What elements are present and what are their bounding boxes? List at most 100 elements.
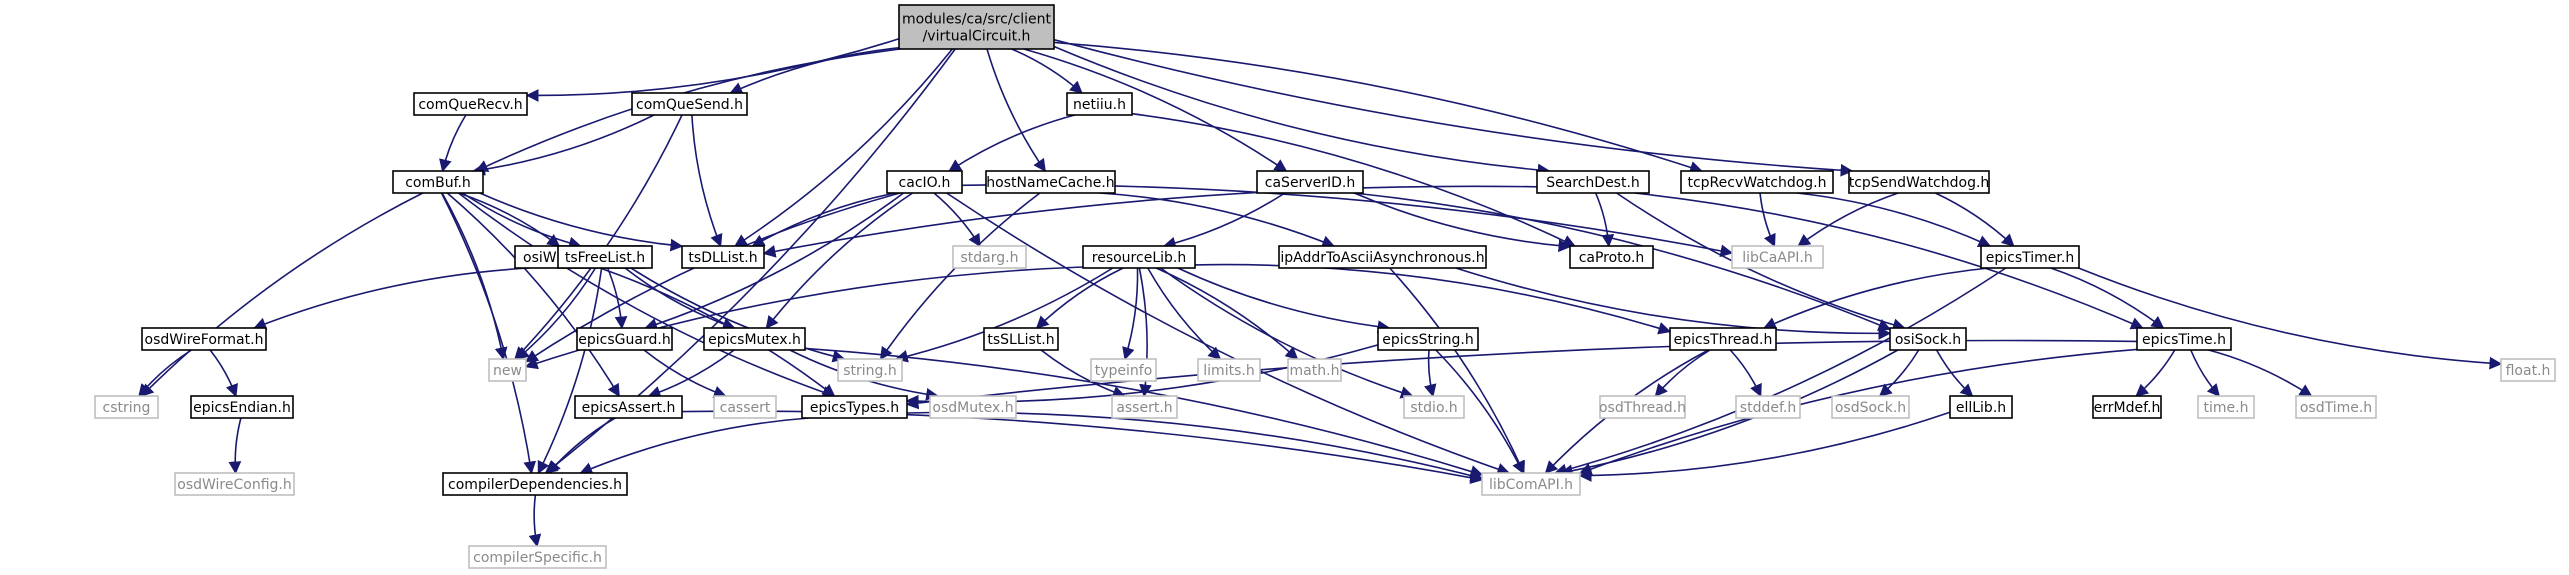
node-label: resourceLib.h bbox=[1092, 250, 1186, 266]
node-cassert: cassert bbox=[713, 395, 777, 419]
node-cstring: cstring bbox=[94, 395, 159, 419]
node-box bbox=[801, 395, 908, 419]
node-label: stdio.h bbox=[1410, 400, 1457, 416]
node-label: time.h bbox=[2204, 400, 2249, 416]
node-box bbox=[576, 327, 673, 351]
edge-eassert-to-compdep bbox=[547, 417, 616, 474]
node-etimer[interactable]: epicsTimer.h bbox=[1980, 245, 2080, 269]
node-eguard[interactable]: epicsGuard.h bbox=[576, 327, 673, 351]
node-label: limits.h bbox=[1203, 363, 1254, 379]
node-reslib[interactable]: resourceLib.h bbox=[1082, 245, 1196, 269]
node-box bbox=[2197, 395, 2255, 419]
node-label: comBuf.h bbox=[405, 175, 471, 191]
node-box bbox=[1949, 395, 2013, 419]
node-hnc[interactable]: hostNameCache.h bbox=[985, 170, 1116, 194]
edge-vc-to-hnc bbox=[986, 48, 1046, 173]
node-cqr[interactable]: comQueRecv.h bbox=[413, 92, 528, 116]
node-box bbox=[413, 92, 528, 116]
edge-ipaddr-to-libcom bbox=[1389, 267, 1525, 475]
node-osisock[interactable]: osiSock.h bbox=[1889, 327, 1967, 351]
edge-cacio-to-tsdl bbox=[751, 192, 896, 247]
node-etypes[interactable]: epicsTypes.h bbox=[801, 395, 908, 419]
edge-elllib-to-libcom bbox=[1578, 411, 1951, 482]
node-estring[interactable]: epicsString.h bbox=[1377, 327, 1479, 351]
node-label: float.h bbox=[2506, 363, 2551, 379]
edge-reslib-to-typeinfo bbox=[1122, 267, 1139, 361]
edge-trw-to-libca bbox=[1759, 192, 1776, 248]
node-tsdl[interactable]: tsDLList.h bbox=[681, 245, 765, 269]
edge-casid-to-osisock bbox=[1353, 192, 1892, 331]
edge-vc-to-netiiu bbox=[1011, 48, 1083, 94]
node-label: tsFreeList.h bbox=[565, 250, 645, 266]
node-box bbox=[1090, 358, 1157, 382]
node-label: osiSock.h bbox=[1895, 332, 1961, 348]
node-vc[interactable]: modules/ca/src/client/virtualCircuit.h bbox=[898, 4, 1055, 50]
edge-reslib-to-limits bbox=[1147, 267, 1222, 360]
node-box bbox=[1287, 358, 1342, 382]
node-trw[interactable]: tcpRecvWatchdog.h bbox=[1680, 170, 1834, 194]
edge-reslib-to-stdio bbox=[1160, 267, 1414, 399]
node-tsw[interactable]: tcpSendWatchdog.h bbox=[1848, 170, 1990, 194]
node-math: math.h bbox=[1287, 358, 1342, 382]
node-elllib[interactable]: ellLib.h bbox=[1949, 395, 2013, 419]
edge-cacio-to-emutex bbox=[765, 192, 914, 330]
edge-tsw-to-etimer bbox=[1934, 192, 2015, 247]
node-emutex[interactable]: epicsMutex.h bbox=[703, 327, 806, 351]
edge-sdest-to-etime bbox=[1634, 192, 2144, 330]
node-label: ellLib.h bbox=[1956, 400, 2006, 416]
node-box bbox=[1403, 395, 1465, 419]
node-caproto[interactable]: caProto.h bbox=[1569, 245, 1654, 269]
edge-eguard-to-cassert bbox=[643, 349, 727, 398]
node-box bbox=[703, 327, 806, 351]
edge-trw-to-etimer bbox=[1796, 192, 1992, 248]
edge-eendian-to-osdwc bbox=[228, 417, 242, 475]
node-box bbox=[574, 395, 683, 419]
node-box bbox=[2136, 327, 2232, 351]
node-ipaddr[interactable]: ipAddrToAsciiAsynchronous.h bbox=[1278, 245, 1487, 269]
node-tssl[interactable]: tsSLList.h bbox=[983, 327, 1059, 351]
edge-compdep-to-compspec bbox=[528, 494, 542, 548]
node-osdwf[interactable]: osdWireFormat.h bbox=[141, 327, 267, 351]
node-box bbox=[2092, 395, 2162, 419]
node-stdio: stdio.h bbox=[1403, 395, 1465, 419]
node-sdest[interactable]: SearchDest.h bbox=[1536, 170, 1650, 194]
node-osdwc: osdWireConfig.h bbox=[174, 472, 295, 496]
edge-osiwf-to-osdwf bbox=[253, 267, 530, 330]
node-new: new bbox=[488, 358, 527, 382]
edge-vc-to-sdest bbox=[1053, 45, 1551, 177]
node-label: cacIO.h bbox=[899, 175, 951, 191]
node-eendian[interactable]: epicsEndian.h bbox=[190, 395, 294, 419]
node-label: libCaAPI.h bbox=[1742, 250, 1813, 266]
edge-vc-to-casid bbox=[1023, 48, 1288, 172]
node-eassert[interactable]: epicsAssert.h bbox=[574, 395, 683, 419]
node-casid[interactable]: caServerID.h bbox=[1256, 170, 1364, 194]
node-label: math.h bbox=[1290, 363, 1340, 379]
node-ethread[interactable]: epicsThread.h bbox=[1669, 327, 1777, 351]
node-label: hostNameCache.h bbox=[986, 175, 1114, 191]
node-label: libComAPI.h bbox=[1489, 477, 1573, 493]
node-cacio[interactable]: cacIO.h bbox=[886, 170, 963, 194]
edge-tsw-to-libca bbox=[1797, 192, 1899, 247]
node-time: time.h bbox=[2197, 395, 2255, 419]
node-label: tcpSendWatchdog.h bbox=[1849, 175, 1990, 191]
node-netiiu[interactable]: netiiu.h bbox=[1066, 92, 1133, 116]
node-tsfl[interactable]: tsFreeList.h bbox=[557, 245, 653, 269]
edge-cacio-to-eguard bbox=[644, 192, 904, 331]
node-cqs[interactable]: comQueSend.h bbox=[631, 92, 748, 116]
edge-hnc-to-ipaddr bbox=[1099, 192, 1335, 248]
edge-reslib-to-string bbox=[894, 267, 1114, 363]
node-typeinfo: typeinfo bbox=[1090, 358, 1157, 382]
node-errmdef[interactable]: errMdef.h bbox=[2092, 395, 2162, 419]
edge-vc-to-cqs bbox=[729, 47, 900, 95]
edge-estring-to-stdio bbox=[1423, 349, 1437, 398]
node-label: osdMutex.h bbox=[932, 400, 1013, 416]
node-label: stdarg.h bbox=[961, 250, 1019, 266]
node-etime[interactable]: epicsTime.h bbox=[2136, 327, 2232, 351]
edge-reslib-to-estring bbox=[1177, 267, 1391, 333]
node-box bbox=[1848, 170, 1990, 194]
edge-cqs-to-cabuf bbox=[472, 114, 655, 176]
node-label: tcpRecvWatchdog.h bbox=[1687, 175, 1826, 191]
node-cabuf[interactable]: comBuf.h bbox=[392, 170, 484, 194]
node-compdep[interactable]: compilerDependencies.h bbox=[442, 472, 628, 496]
edge-etime-to-time bbox=[2190, 349, 2221, 397]
